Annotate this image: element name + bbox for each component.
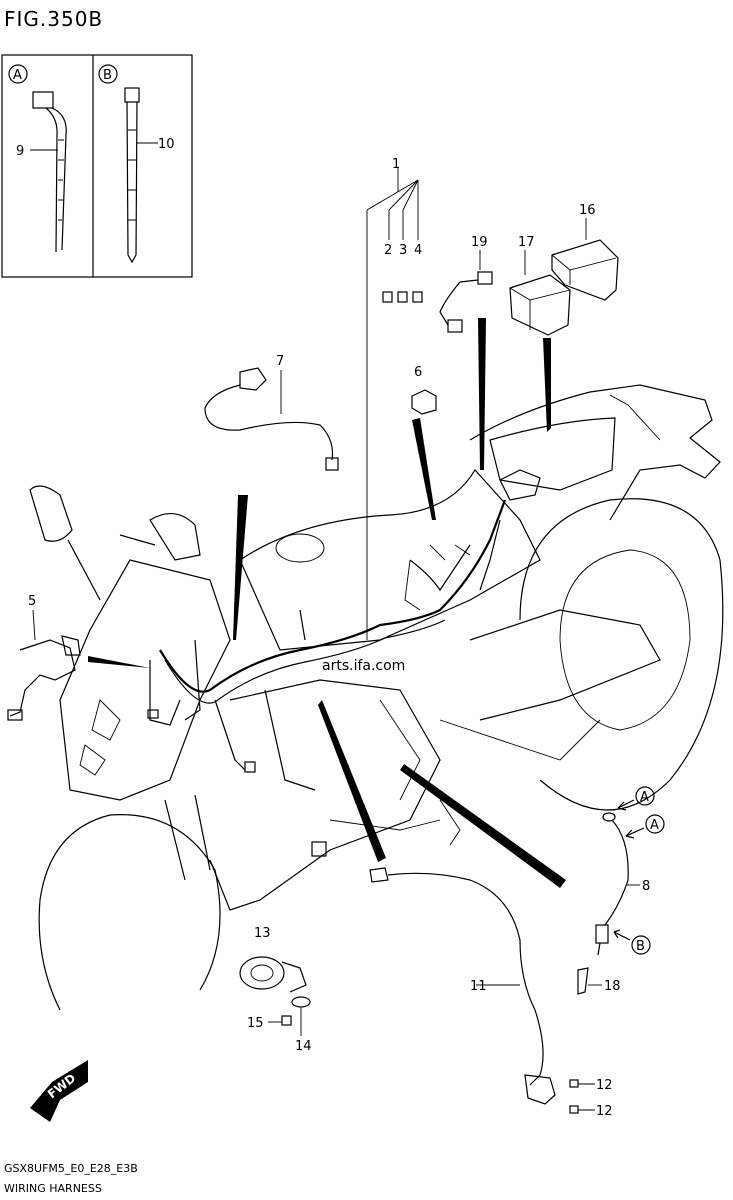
part-8-lead: [595, 812, 629, 956]
figure-title: FIG.350B: [4, 7, 103, 31]
fuses: [382, 291, 423, 303]
inset-a-letter: A: [13, 68, 22, 83]
callout-1: 1: [392, 157, 400, 172]
inset-b-circle: [98, 64, 118, 84]
cable-tie-b: [124, 87, 140, 264]
callout-17: 17: [518, 235, 535, 250]
watermark: arts.ifa.com: [322, 658, 405, 674]
motorcycle-outline: [29, 384, 724, 1011]
pointer-6: [412, 418, 436, 520]
svg-text:A: A: [650, 818, 659, 833]
fwd-badge: FWD: [30, 1060, 88, 1122]
marker-a-1: A: [617, 786, 655, 811]
footer-name: WIRING HARNESS: [4, 1182, 102, 1195]
marker-b-1: B: [613, 929, 651, 955]
callout-1-bracket: [366, 168, 419, 640]
callout-10: 10: [158, 137, 175, 152]
callout-18: 18: [604, 979, 621, 994]
callout-7: 7: [276, 354, 284, 369]
callout-9: 9: [16, 144, 24, 159]
inset-box: A B 9 10: [1, 54, 193, 278]
part-5-subharness: [7, 635, 81, 721]
part-12-bolts: [569, 1079, 595, 1114]
pointer-5: [88, 656, 150, 668]
part-15-bolt: [268, 1015, 292, 1026]
part-13-horn: [239, 956, 307, 993]
callout-6: 6: [414, 365, 422, 380]
callout-2: 2: [384, 243, 392, 258]
part-17-module: [509, 274, 571, 336]
part-16-module: [551, 239, 619, 301]
callout-14: 14: [295, 1039, 312, 1054]
callout-3: 3: [399, 243, 407, 258]
inset-b-letter: B: [103, 68, 112, 83]
callout-16: 16: [579, 203, 596, 218]
part-6-connector: [411, 389, 437, 415]
pointer-8: [400, 764, 566, 888]
callout-4: 4: [414, 243, 422, 258]
part-19-subharness: [439, 271, 493, 333]
inset-a-circle: [8, 64, 28, 84]
callout-5: 5: [28, 594, 36, 609]
part-7-lead: [204, 367, 339, 471]
callout-11: 11: [470, 979, 487, 994]
svg-text:A: A: [640, 790, 649, 805]
callout-12a: 12: [596, 1078, 613, 1093]
pointer-17: [543, 338, 551, 432]
part-11-sensor-lead: [369, 867, 556, 1105]
callout-15: 15: [247, 1016, 264, 1031]
callout-13: 13: [254, 926, 271, 941]
callout-12b: 12: [596, 1104, 613, 1119]
footer-model: GSX8UFM5_E0_E28_E3B: [4, 1162, 138, 1175]
part-14-washer: [291, 996, 311, 1036]
marker-a-2: A: [625, 814, 665, 839]
main-harness: [147, 469, 541, 857]
part-18-clip: [577, 967, 602, 995]
callout-8: 8: [642, 879, 650, 894]
cable-tie-a: [32, 91, 67, 253]
svg-text:B: B: [636, 939, 645, 954]
pointer-11: [318, 700, 386, 862]
pointer-main-harness: [233, 495, 248, 640]
callout-19: 19: [471, 235, 488, 250]
pointer-19: [478, 318, 486, 470]
